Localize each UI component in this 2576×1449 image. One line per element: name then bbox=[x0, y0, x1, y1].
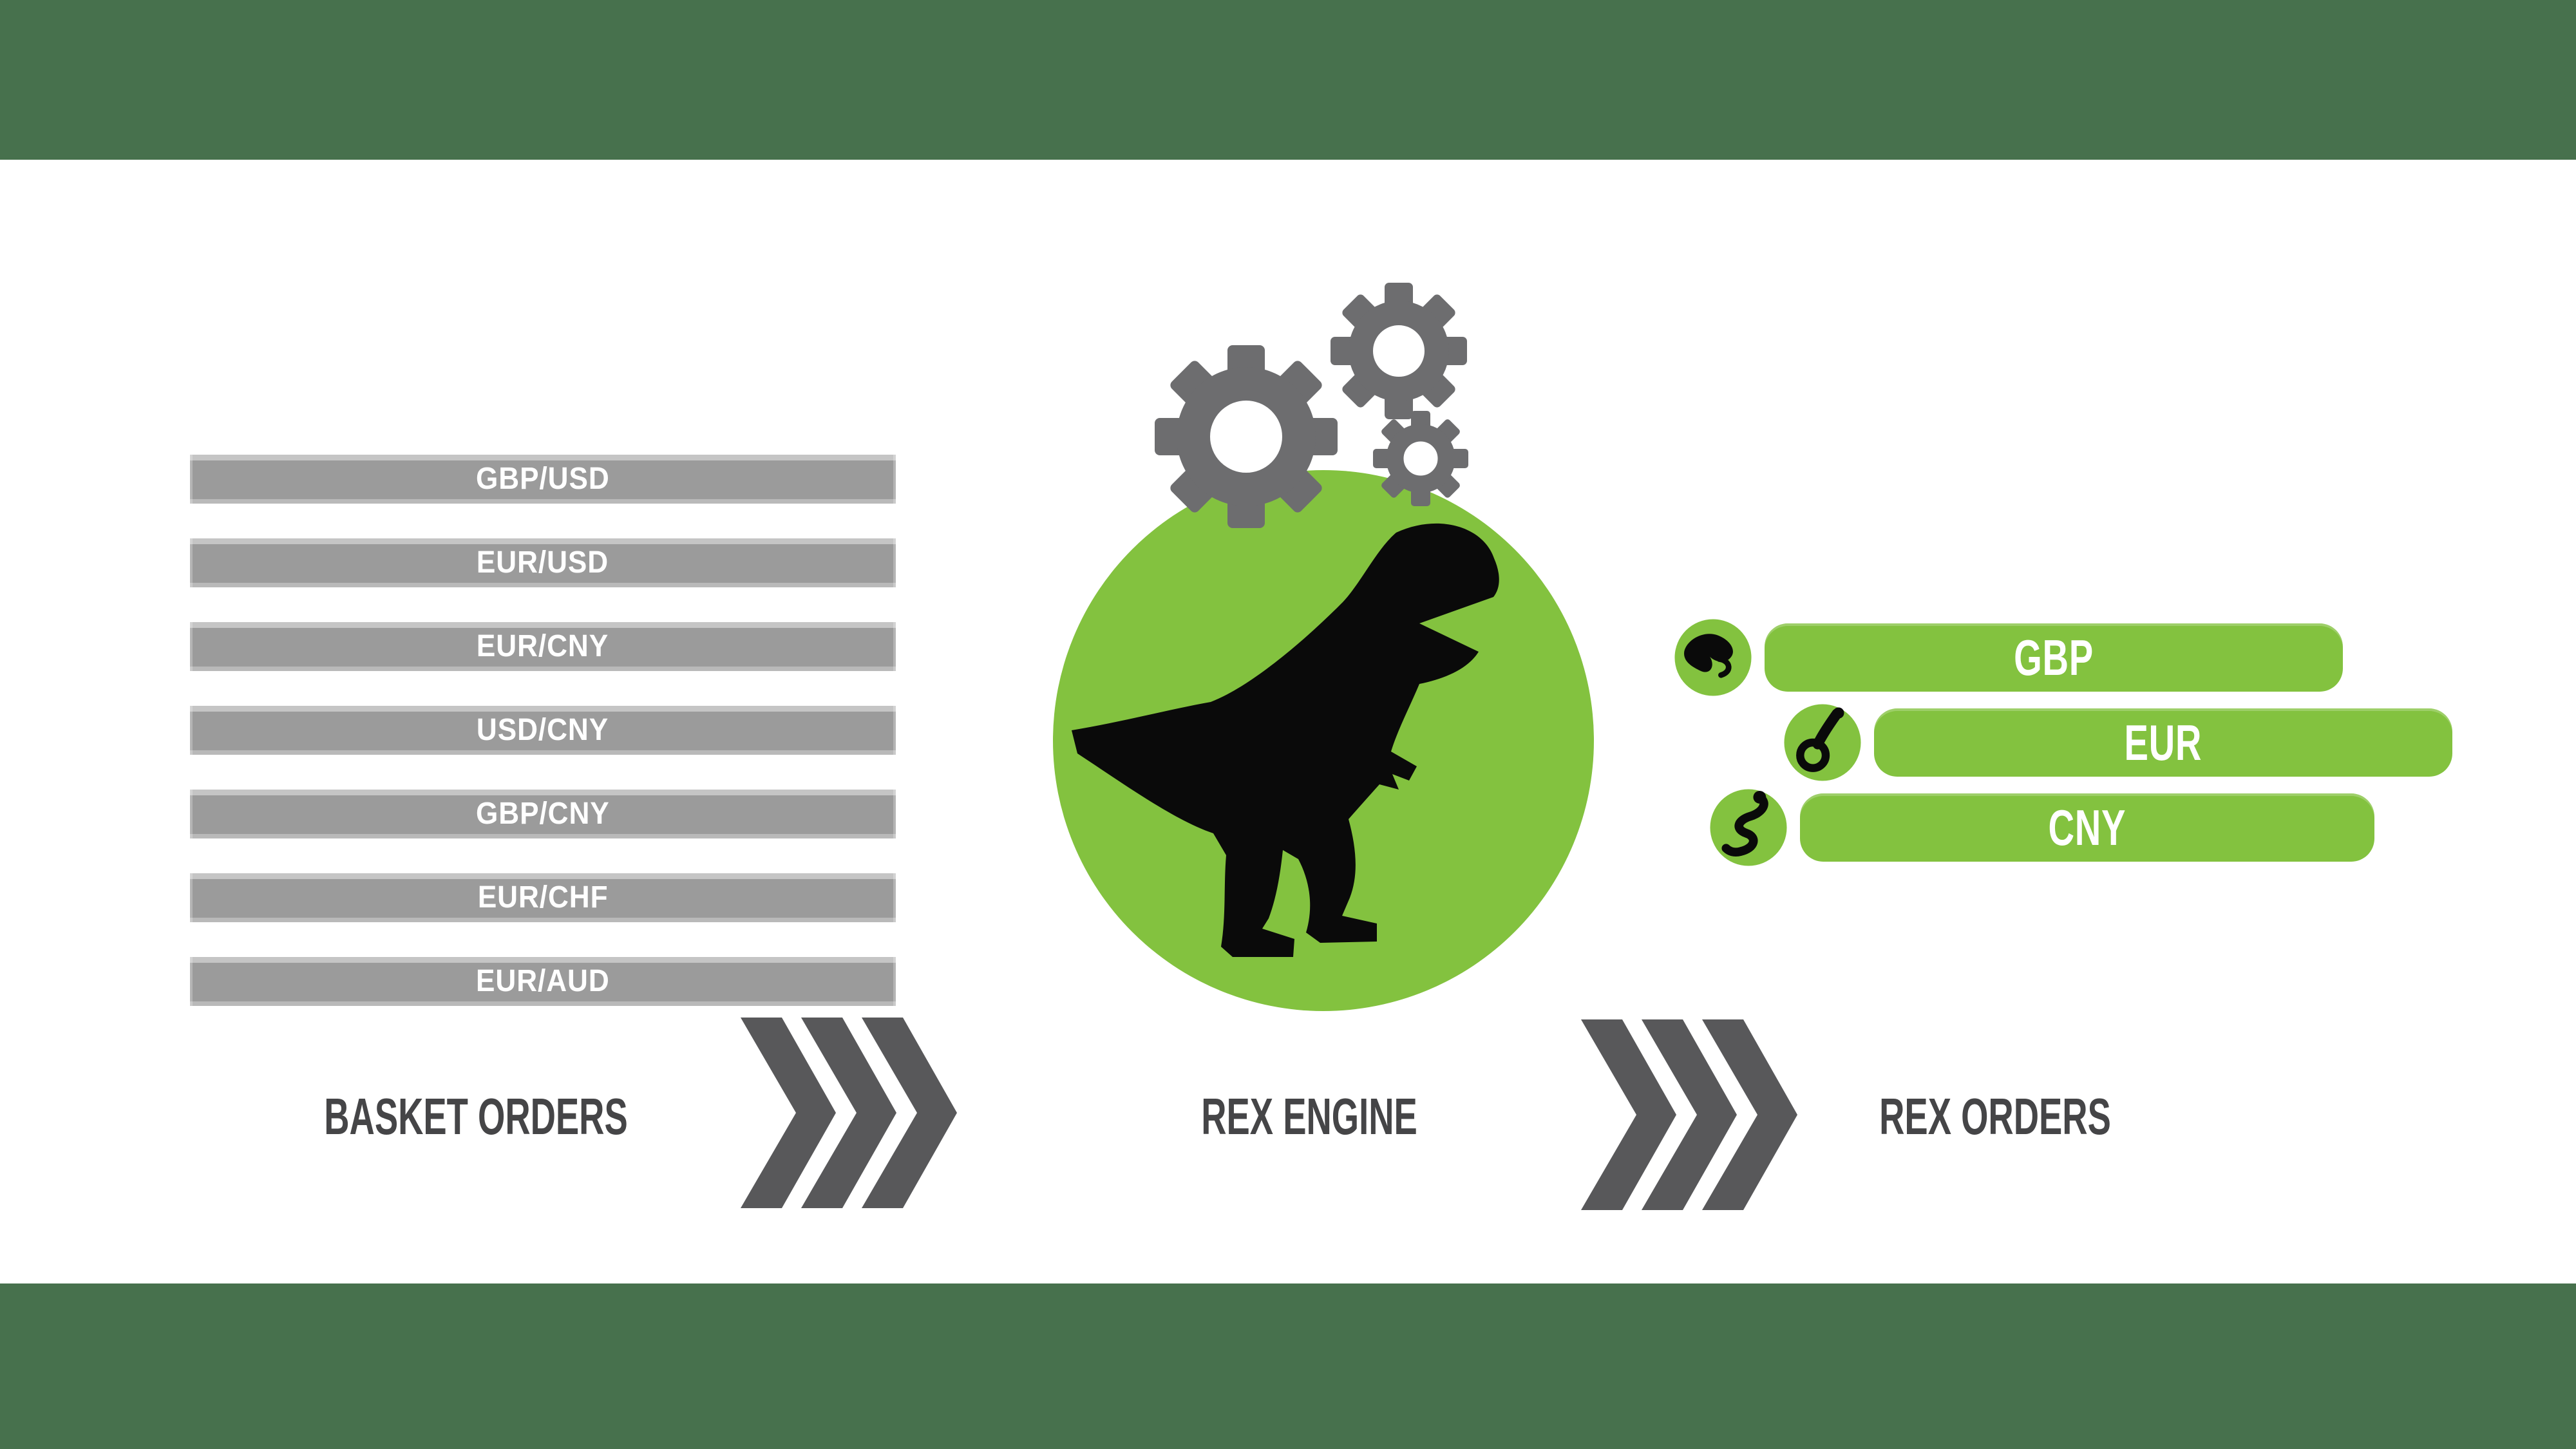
currency-pair-bar: EUR/CHF bbox=[190, 873, 896, 922]
currency-pair-label: EUR/CNY bbox=[477, 629, 609, 663]
flow-chevrons-left-icon bbox=[741, 1018, 957, 1208]
currency-pair-label: GBP/USD bbox=[476, 462, 610, 496]
gecko-icon bbox=[1784, 704, 1861, 781]
gear-small-icon bbox=[1373, 411, 1468, 506]
currency-pill: CNY bbox=[1800, 793, 2374, 862]
currency-pill-label: EUR bbox=[2124, 714, 2202, 771]
currency-pair-label: EUR/CHF bbox=[477, 880, 609, 914]
currency-pill: GBP bbox=[1765, 623, 2343, 692]
currency-pill: EUR bbox=[1874, 708, 2452, 777]
rex-engine-graphic bbox=[1053, 283, 1594, 1011]
gear-large-icon bbox=[1155, 345, 1338, 528]
currency-pair-bar: EUR/AUD bbox=[190, 957, 896, 1006]
rex-orders-label: REX ORDERS bbox=[1879, 1088, 2111, 1145]
basket-orders-label: BASKET ORDERS bbox=[324, 1088, 628, 1145]
chameleon-icon bbox=[1674, 619, 1752, 696]
currency-pair-label: EUR/USD bbox=[477, 545, 609, 580]
currency-pair-label: USD/CNY bbox=[477, 713, 609, 747]
currency-pair-bar: USD/CNY bbox=[190, 706, 896, 755]
currency-pair-bar: GBP/CNY bbox=[190, 790, 896, 838]
currency-pair-bar: EUR/USD bbox=[190, 538, 896, 587]
bottom-band bbox=[0, 1283, 2576, 1449]
currency-pair-bar: EUR/CNY bbox=[190, 622, 896, 671]
currency-pill-label: CNY bbox=[2048, 799, 2126, 856]
trex-icon bbox=[1072, 523, 1499, 957]
snake-icon bbox=[1710, 789, 1787, 866]
flow-chevrons-right-icon bbox=[1581, 1019, 1797, 1210]
currency-pair-bar: GBP/USD bbox=[190, 455, 896, 504]
top-band bbox=[0, 0, 2576, 160]
gear-medium-icon bbox=[1331, 283, 1467, 419]
rex-engine-label: REX ENGINE bbox=[1201, 1088, 1417, 1145]
currency-pair-label: GBP/CNY bbox=[476, 797, 610, 831]
currency-pair-label: EUR/AUD bbox=[476, 964, 610, 998]
currency-pill-label: GBP bbox=[2014, 629, 2094, 686]
